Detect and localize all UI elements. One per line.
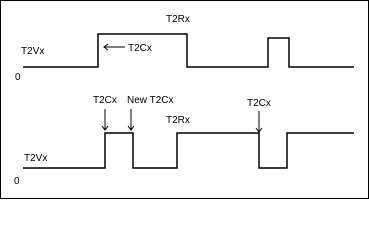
bottom-compare-label-2: T2Cx	[247, 98, 271, 109]
bottom-new-compare-label: New T2Cx	[127, 95, 174, 106]
top-reset-label: T2Rx	[166, 14, 190, 25]
bottom-reset-label: T2Rx	[166, 115, 190, 126]
top-compare-label: T2Cx	[128, 43, 152, 54]
bottom-zero-label: 0	[14, 176, 20, 187]
top-zero-label: 0	[15, 72, 21, 83]
top-signal-label: T2Vx	[21, 46, 44, 57]
bottom-compare-label-1: T2Cx	[93, 95, 117, 106]
timing-diagram-canvas: T2Vx 0 T2Rx T2Cx T2Vx 0 T2Cx New T2Cx T2…	[14, 14, 354, 187]
bottom-compare-arrow-2	[255, 111, 263, 133]
timing-diagram-frame: T2Vx 0 T2Rx T2Cx T2Vx 0 T2Cx New T2Cx T2…	[0, 0, 369, 199]
bottom-compare-arrow-1	[101, 109, 109, 131]
top-timing-diagram: T2Vx 0 T2Rx T2Cx	[15, 14, 354, 83]
top-compare-arrow	[103, 43, 125, 51]
bottom-new-compare-arrow	[127, 109, 135, 131]
bottom-signal-label: T2Vx	[24, 153, 47, 164]
bottom-timing-diagram: T2Vx 0 T2Cx New T2Cx T2Rx T2Cx	[14, 95, 354, 187]
bottom-waveform	[23, 132, 354, 169]
top-waveform	[23, 33, 354, 68]
